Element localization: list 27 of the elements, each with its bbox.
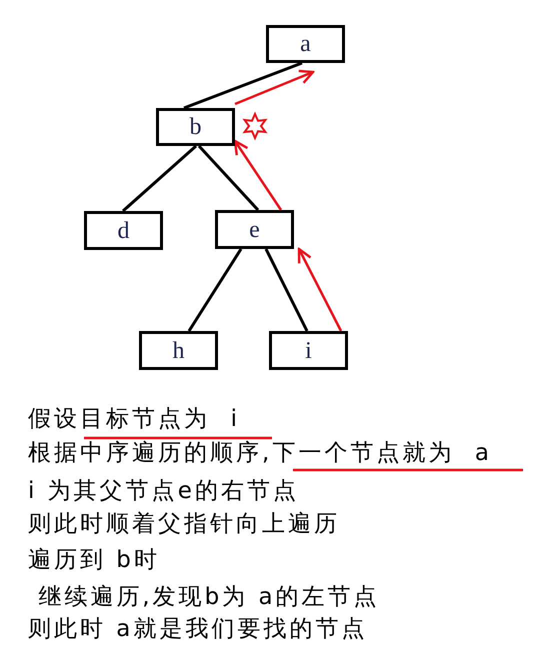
tree-node-box: [266, 25, 345, 63]
text-line: 假设目标节点为 i: [28, 406, 240, 434]
node-label: i: [305, 338, 312, 362]
tree-node-box: [156, 108, 235, 146]
node-label: a: [300, 32, 311, 56]
tree-node-box: [84, 211, 163, 250]
tree-node-box: [269, 331, 348, 370]
tree-edge: [122, 144, 197, 212]
node-label: b: [190, 115, 202, 139]
text-line: 则此时顺着父指针向上遍历: [28, 511, 340, 539]
arrow: [234, 70, 314, 106]
text-line: 则此时 a就是我们要找的节点: [28, 616, 368, 644]
text-line: 根据中序遍历的顺序,下一个节点就为 a: [28, 440, 492, 468]
node-label: h: [172, 338, 184, 362]
tree-node-box: [139, 331, 218, 370]
tree-edge: [183, 62, 303, 110]
tree-node-box: [215, 210, 294, 249]
arrow: [234, 140, 282, 211]
arrow: [298, 248, 342, 332]
tree-edge: [188, 248, 242, 332]
node-label: d: [118, 218, 130, 242]
text-line: 遍历到 b时: [28, 547, 160, 575]
tree-edge: [264, 248, 308, 332]
tree-edge: [198, 144, 260, 212]
text-line: i 为其父节点e的右节点: [28, 478, 299, 506]
text-line: 继续遍历,发现b为 a的左节点: [37, 584, 380, 612]
node-label: e: [249, 218, 260, 242]
